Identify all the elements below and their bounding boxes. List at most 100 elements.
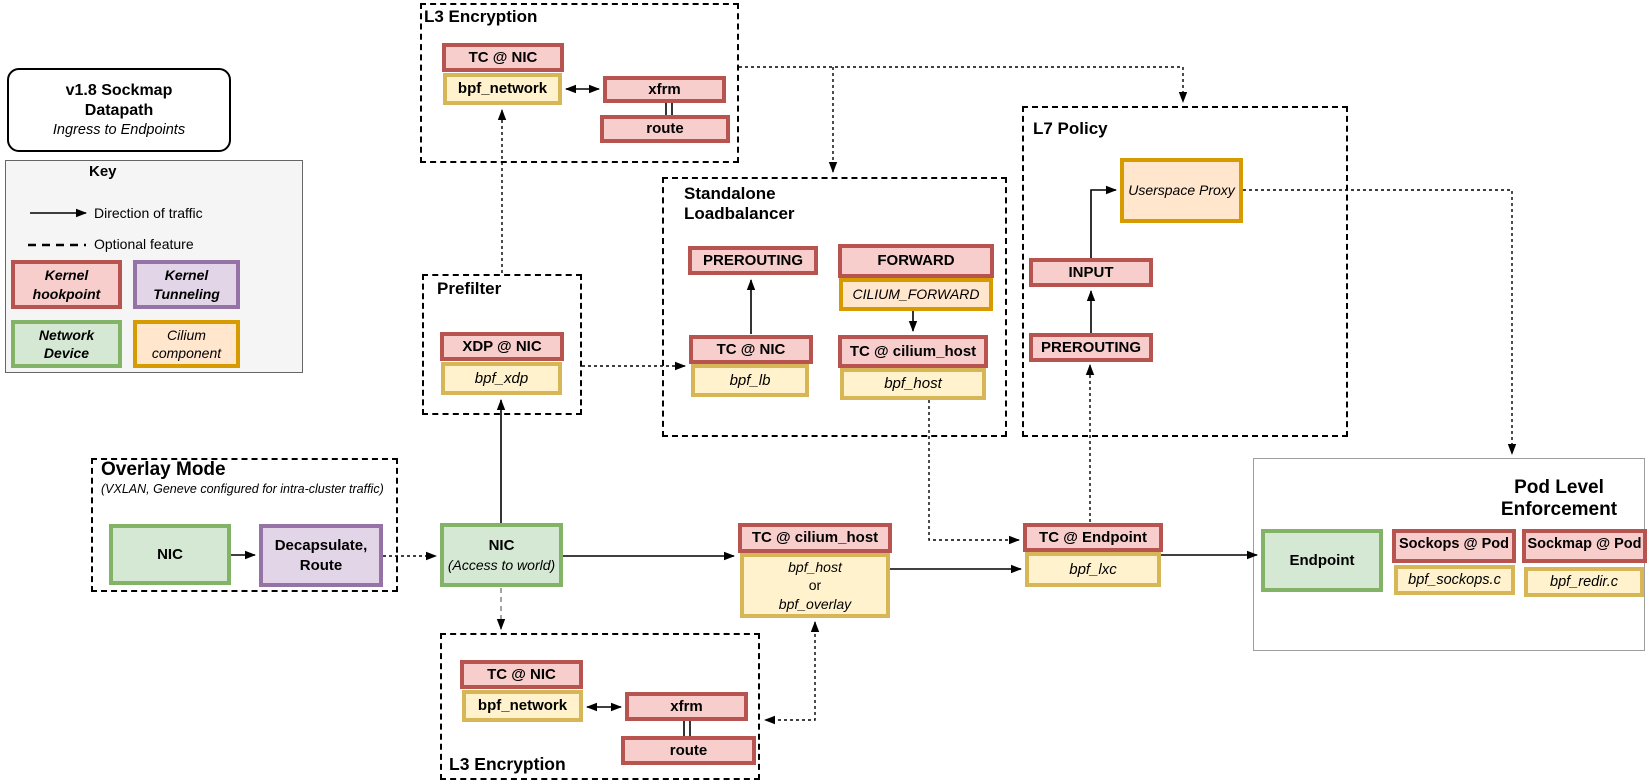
- bpf-network-top-node: bpf_network: [443, 73, 562, 105]
- sockmap-pod-node-label: Sockmap @ Pod: [1527, 536, 1642, 552]
- cilium-forward-node: CILIUM_FORWARD: [839, 278, 993, 311]
- diagram-title-box: v1.8 Sockmap Datapath Ingress to Endpoin…: [7, 68, 231, 152]
- bpf-host-overlay-node-label: or: [808, 577, 822, 594]
- slb-prerouting-node: PREROUTING: [688, 246, 818, 275]
- bpf-sockops-node: bpf_sockops.c: [1394, 565, 1515, 595]
- overlay-mode-group: [91, 458, 398, 592]
- pod-level-enforcement-title: Pod Level Enforcement: [1500, 477, 1618, 521]
- l7-input-node-label: INPUT: [1068, 263, 1114, 281]
- overlay-mode-title: Overlay Mode: [101, 459, 226, 480]
- l7-policy-title: L7 Policy: [1033, 119, 1108, 138]
- tc-nic-bottom-node: TC @ NIC: [460, 660, 583, 689]
- l3-encryption-bottom-group: [440, 633, 760, 780]
- tc-cilium-host-node-label: TC @ cilium_host: [751, 529, 879, 547]
- slb-prerouting-node-label: PREROUTING: [702, 251, 803, 269]
- sockmap-pod-node: Sockmap @ Pod: [1522, 529, 1647, 563]
- key-cilium-component-swatch-label: component: [151, 345, 222, 361]
- bpf-sockops-node-label: bpf_sockops.c: [1408, 571, 1501, 588]
- slb-tc-nic-node-label: TC @ NIC: [716, 340, 786, 358]
- tc-endpoint-node: TC @ Endpoint: [1023, 523, 1163, 552]
- slb-tc-nic-node: TC @ NIC: [689, 335, 813, 364]
- xfrm-bottom-node: xfrm: [625, 692, 748, 721]
- bpf-network-bottom-node-label: bpf_network: [477, 697, 568, 715]
- key-kernel-tunneling-swatch-label: Tunneling: [153, 285, 220, 302]
- edge-l3-bottom-to-tc-cilium-host: [764, 621, 820, 725]
- tc-endpoint-node-label: TC @ Endpoint: [1039, 528, 1147, 546]
- overlay-nic-node-label: NIC: [157, 545, 183, 563]
- bpf-host-overlay-node-label: bpf_host: [788, 559, 842, 576]
- slb-forward-node: FORWARD: [838, 244, 994, 278]
- l7-prerouting-node: PREROUTING: [1029, 333, 1153, 362]
- decapsulate-route-node: Decapsulate, Route: [259, 524, 383, 587]
- slb-bpf-host-node: bpf_host: [840, 368, 986, 400]
- cilium-forward-node-label: CILIUM_FORWARD: [852, 286, 980, 303]
- key-kernel-hookpoint-swatch-label: Kernel: [44, 267, 89, 284]
- slb-forward-node-label: FORWARD: [877, 252, 955, 270]
- slb-tc-cilium-host-node-label: TC @ cilium_host: [849, 342, 977, 360]
- tc-nic-top-node-label: TC @ NIC: [468, 48, 538, 66]
- tc-nic-top-node: TC @ NIC: [442, 43, 564, 72]
- userspace-proxy-node: Userspace Proxy: [1120, 158, 1243, 223]
- bpf-host-overlay-node-label: bpf_overlay: [778, 595, 852, 612]
- bpf-xdp-node-label: bpf_xdp: [474, 369, 529, 387]
- prefilter-group: [422, 274, 582, 415]
- diagram-title-line1: v1.8 Sockmap: [65, 81, 173, 99]
- xdp-nic-node-label: XDP @ NIC: [462, 337, 542, 355]
- l3-encryption-top-title: L3 Encryption: [424, 7, 538, 26]
- endpoint-node: Endpoint: [1261, 529, 1383, 592]
- sockops-pod-node-label: Sockops @ Pod: [1398, 536, 1510, 552]
- route-bottom-node-label: route: [669, 741, 708, 759]
- diagram-title-subtitle: Ingress to Endpoints: [52, 121, 186, 138]
- tc-cilium-host-node: TC @ cilium_host: [738, 523, 892, 553]
- standalone-loadbalancer-group: [662, 177, 1007, 437]
- nic-access-world-node: NIC(Access to world): [440, 523, 563, 587]
- endpoint-node-label: Endpoint: [1289, 551, 1355, 569]
- edge-l3-top-to-l7-policy: [739, 66, 1188, 103]
- key-title: Key: [89, 163, 117, 180]
- nic-access-world-node-label: NIC: [488, 537, 515, 555]
- userspace-proxy-node-label: Userspace Proxy: [1128, 182, 1235, 199]
- decapsulate-route-node-label: Decapsulate,: [274, 537, 368, 554]
- xfrm-bottom-node-label: xfrm: [670, 697, 703, 715]
- route-top-node-label: route: [646, 120, 684, 138]
- bpf-network-bottom-node: bpf_network: [462, 690, 583, 722]
- l3-encryption-top-group: [420, 3, 739, 163]
- overlay-nic-node: NIC: [109, 524, 231, 585]
- bpf-lb-node-label: bpf_lb: [729, 371, 771, 389]
- key-kernel-tunneling-swatch-label: Kernel: [164, 267, 209, 284]
- key-cilium-component-swatch-label: Cilium: [167, 326, 206, 343]
- key-network-device-swatch-label: Device: [43, 345, 90, 361]
- bpf-lb-node: bpf_lb: [691, 364, 809, 397]
- xfrm-top-node: xfrm: [603, 76, 726, 103]
- xdp-nic-node: XDP @ NIC: [440, 332, 564, 361]
- route-bottom-node: route: [621, 736, 756, 765]
- diagram-title-line2: Datapath: [84, 101, 154, 119]
- nic-access-world-node-label: (Access to world): [447, 556, 556, 573]
- slb-tc-cilium-host-node: TC @ cilium_host: [838, 335, 988, 368]
- standalone-loadbalancer-title: Standalone Loadbalancer: [684, 184, 795, 224]
- key-optional-label: Optional feature: [94, 236, 194, 252]
- l7-input-node: INPUT: [1029, 258, 1153, 287]
- l7-prerouting-node-label: PREROUTING: [1040, 338, 1141, 356]
- key-kernel-hookpoint-swatch-label: hookpoint: [32, 285, 101, 302]
- route-top-node: route: [600, 115, 730, 143]
- key-cilium-component-swatch: Cilium component: [133, 320, 240, 368]
- bpf-xdp-node: bpf_xdp: [441, 362, 562, 395]
- key-direction-label: Direction of traffic: [94, 205, 203, 221]
- bpf-lxc-node: bpf_lxc: [1025, 552, 1161, 587]
- bpf-redir-node-label: bpf_redir.c: [1550, 573, 1618, 590]
- tc-nic-bottom-node-label: TC @ NIC: [487, 665, 556, 683]
- xfrm-top-node-label: xfrm: [648, 80, 681, 98]
- bpf-redir-node: bpf_redir.c: [1524, 567, 1644, 597]
- key-network-device-swatch-label: Network: [38, 326, 95, 343]
- overlay-mode-subtitle: (VXLAN, Geneve configured for intra-clus…: [101, 482, 384, 496]
- prefilter-title: Prefilter: [437, 279, 502, 298]
- slb-bpf-host-node-label: bpf_host: [884, 375, 942, 393]
- bpf-lxc-node-label: bpf_lxc: [1069, 560, 1117, 578]
- decapsulate-route-node-label: Route: [299, 556, 343, 574]
